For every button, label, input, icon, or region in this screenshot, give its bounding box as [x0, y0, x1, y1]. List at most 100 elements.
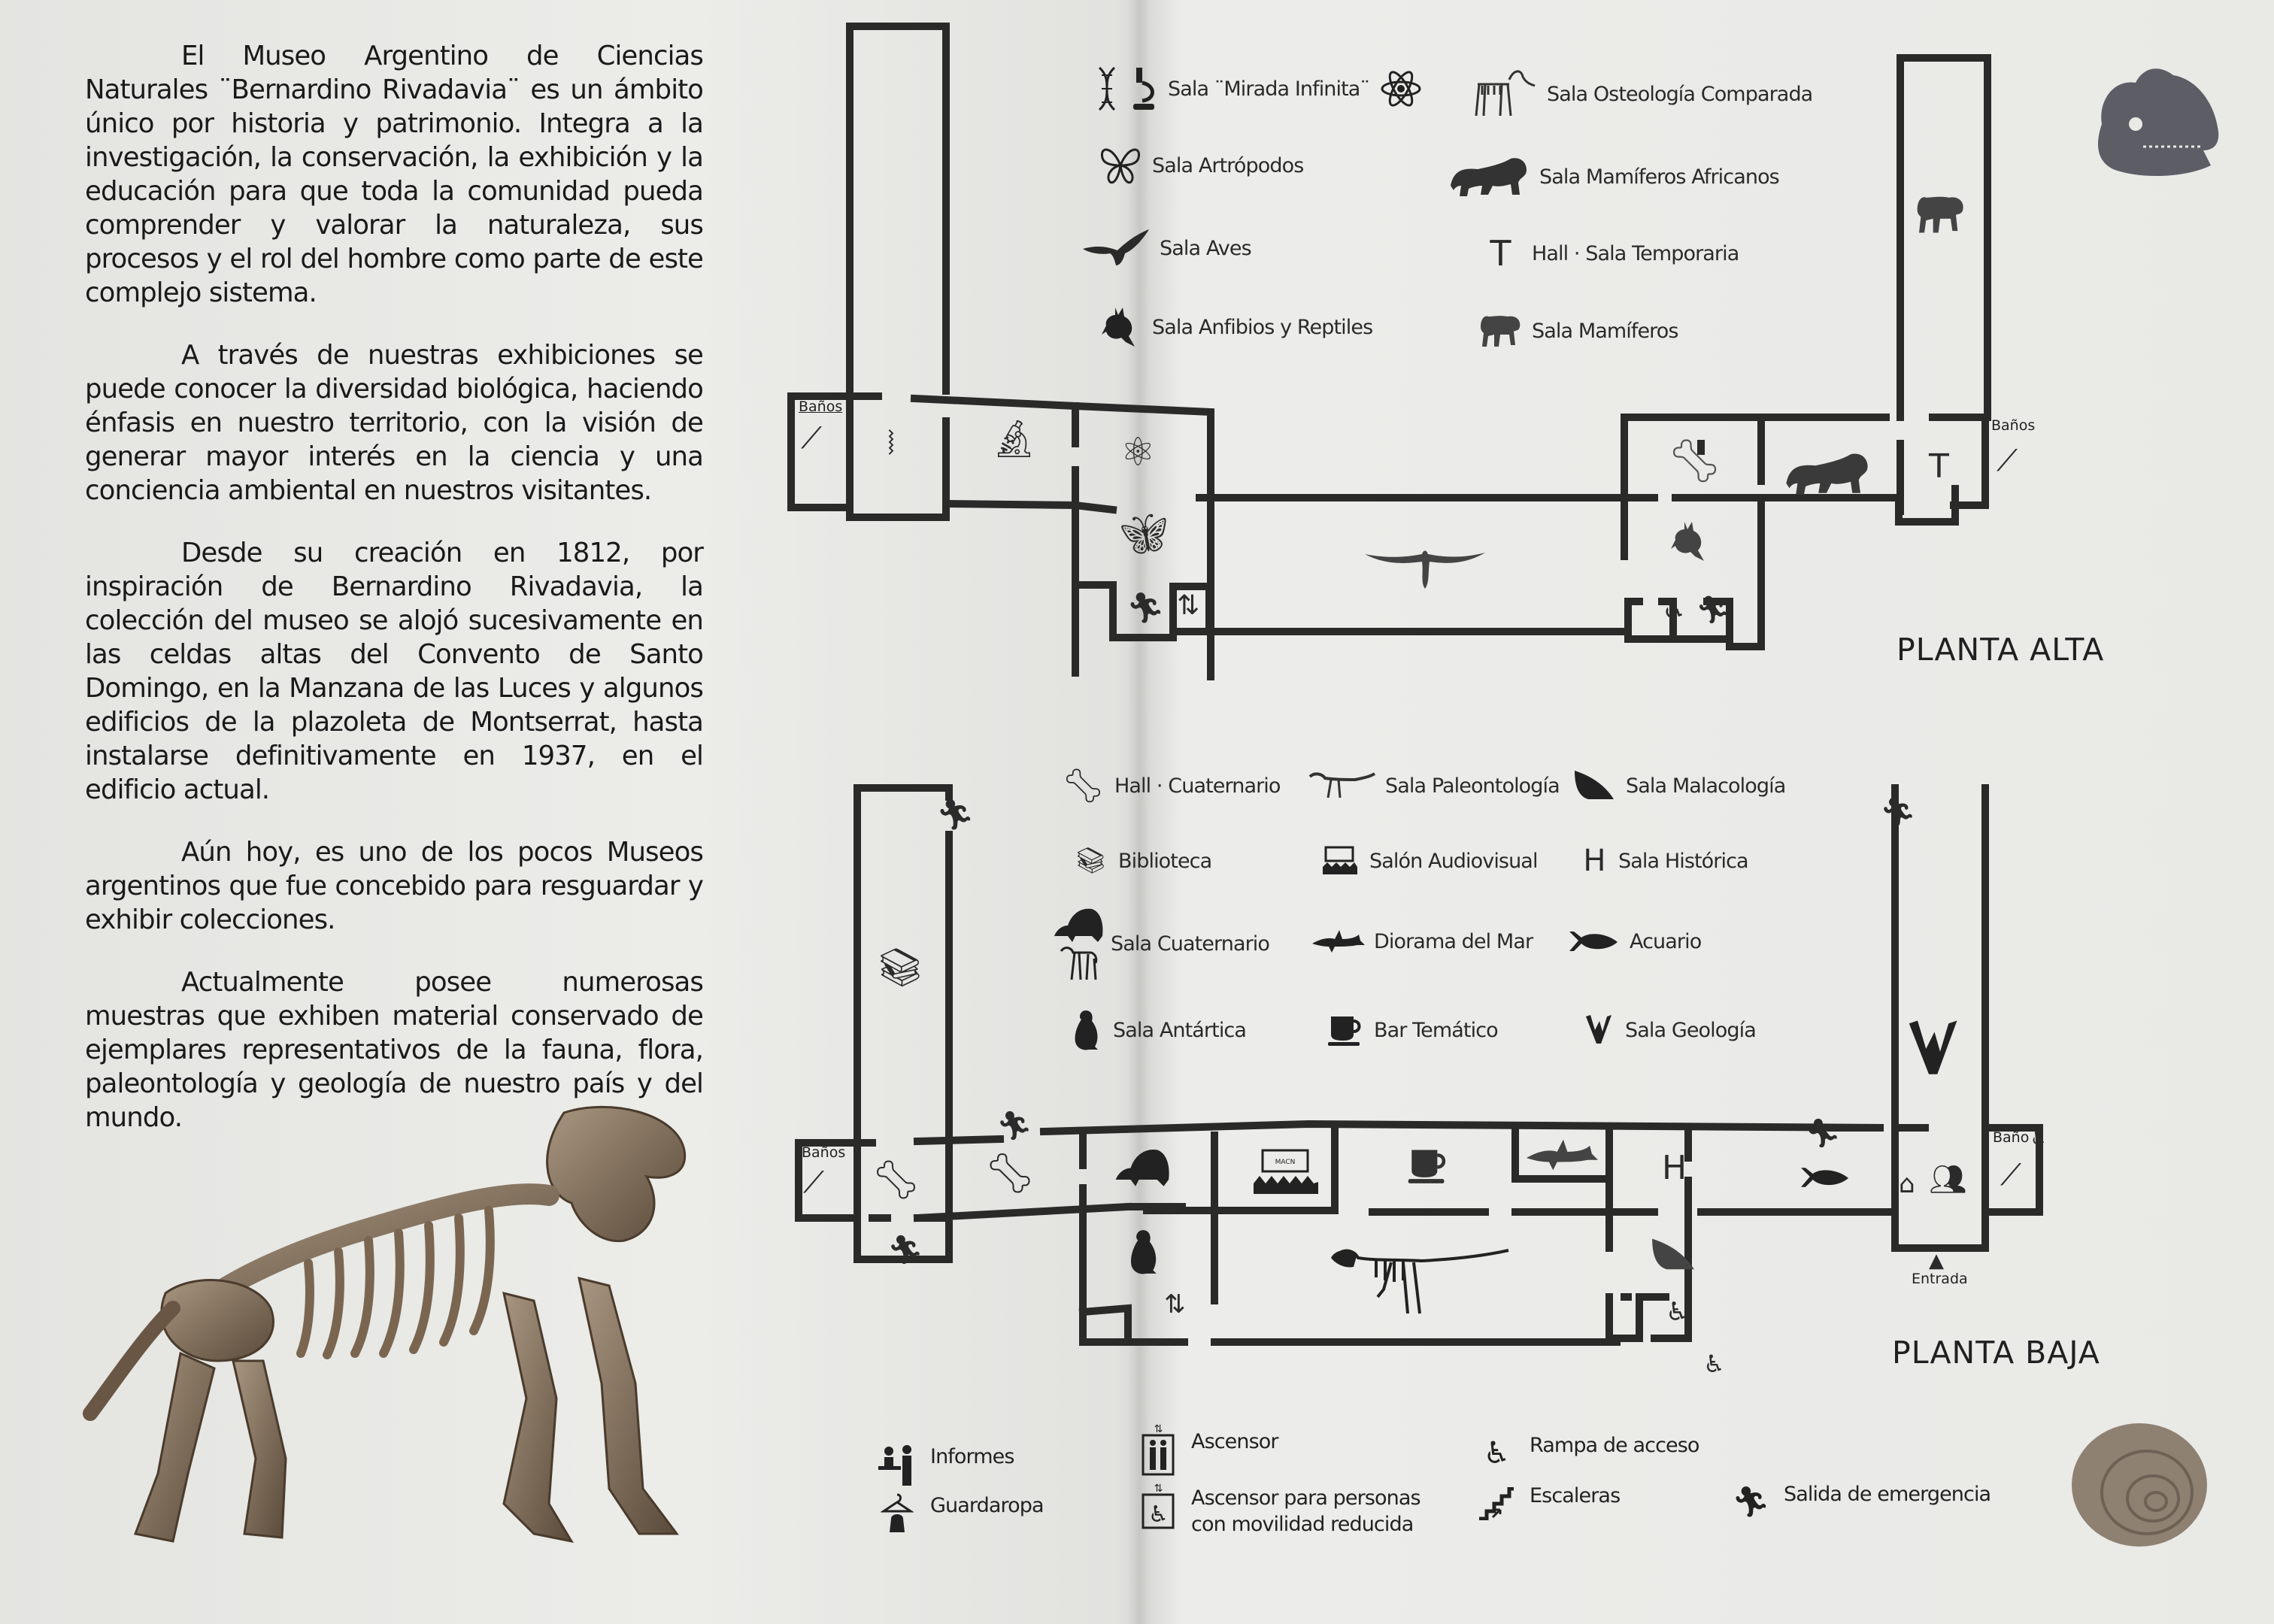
service-label: Guardaropa	[930, 1494, 1045, 1517]
cloakroom-icon	[876, 1492, 918, 1535]
accessible-elevator-icon: ♿	[1662, 594, 1687, 625]
lion-icon	[1448, 154, 1530, 199]
legend-label: Sala Malacología	[1626, 774, 1786, 798]
glyptodon-icon	[1054, 902, 1103, 985]
entrada-label: Entrada	[1912, 1271, 1968, 1287]
service-label: Salida de emergencia	[1784, 1483, 1991, 1506]
books-icon: 📚︎	[1074, 846, 1107, 876]
bird-icon	[1365, 550, 1485, 589]
crystal-icon	[1583, 1007, 1616, 1053]
service-label: Rampa de acceso	[1530, 1434, 1699, 1457]
stairs-icon: ⟋	[803, 1165, 824, 1200]
sloth-skeleton-icon: 🦴︎	[1062, 767, 1105, 805]
atom-icon: ⚛	[1120, 430, 1156, 475]
emergency-exit-icon: 🏃︎	[1696, 595, 1730, 626]
svg-text:⇅: ⇅	[1154, 1423, 1163, 1435]
planta-alta-title: PLANTA ALTA	[1897, 632, 2105, 668]
ground-sloth-skeleton-image	[83, 1105, 687, 1544]
entrance-arrow-icon: ▲	[1929, 1250, 1944, 1272]
fish-icon	[1801, 1168, 1849, 1187]
page-fold	[1128, 0, 1151, 1624]
historica-h-icon: H	[1583, 844, 1605, 878]
legend-cuaternario: Sala Cuaternario	[1054, 902, 1270, 985]
service-escaleras: Escaleras	[1475, 1483, 1621, 1525]
svg-text:♿: ♿	[1148, 1501, 1168, 1528]
emergency-exit-icon: 🏃︎	[1732, 1484, 1770, 1519]
svg-text:⇅: ⇅	[1154, 1483, 1163, 1495]
service-ascensor-movilidad-reducida: ⇅♿ Ascensor para personas con movilidad …	[1137, 1483, 1421, 1538]
frog-icon	[1671, 522, 1704, 561]
shell-icon	[1572, 763, 1617, 808]
legend-label: Sala ¨Mirada Infinita¨	[1168, 77, 1370, 101]
legend-osteologia: Sala Osteología Comparada	[1470, 70, 1813, 117]
legend-label: Sala Anfibios y Reptiles	[1152, 315, 1373, 339]
stairs-icon: ⟋	[2000, 1158, 2021, 1192]
legend-label: Sala Cuaternario	[1111, 932, 1270, 956]
cup-icon	[1408, 1150, 1446, 1183]
svg-text:MACN: MACN	[1275, 1159, 1296, 1166]
intro-paragraph-4: Aún hoy, es uno de los pocos Museos arge…	[85, 837, 704, 935]
legend-biblioteca: 📚︎ Biblioteca	[1072, 838, 1212, 883]
butterfly-icon	[1098, 143, 1143, 188]
legend-aves: Sala Aves	[1083, 226, 1252, 271]
legend-label: Hall · Cuaternario	[1114, 774, 1281, 798]
legend-hall-cuaternario: 🦴︎ Hall · Cuaternario	[1060, 763, 1281, 808]
glyptodon-icon	[1115, 1149, 1169, 1186]
elevator-icon: ⇅	[1164, 1289, 1186, 1320]
legend-audiovisual: Salón Audiovisual	[1320, 838, 1538, 883]
legend-label: Sala Geología	[1625, 1018, 1757, 1042]
shark-icon	[1312, 919, 1365, 964]
legend-temporaria: T Hall · Sala Temporaria	[1478, 231, 1739, 276]
dinosaur-skull-image	[2098, 68, 2219, 177]
elevator-icon: ⇅	[1177, 590, 1200, 621]
legend-bar: Bar Temático	[1327, 1007, 1499, 1053]
bird-icon	[1083, 226, 1151, 271]
temporaria-t-icon: T	[1929, 447, 1949, 486]
emergency-exit-icon: 🏃︎	[1880, 795, 1917, 829]
legend-label: Hall · Sala Temporaria	[1532, 241, 1739, 265]
legend-historica: H Sala Histórica	[1579, 838, 1748, 883]
stairs-icon: ⟋	[1997, 444, 2018, 478]
legend-label: Sala Aves	[1160, 236, 1252, 260]
banos-label-baja-left: Baños	[802, 1144, 846, 1161]
butterfly-icon: 🦋︎	[1119, 512, 1169, 557]
service-ascensor: ⇅ Ascensor	[1137, 1423, 1278, 1476]
intro-paragraph-5: Actualmente posee numerosas muestras que…	[85, 967, 704, 1133]
service-salida-emergencia: 🏃︎ Salida de emergencia	[1730, 1481, 1991, 1523]
info-desk-icon	[876, 1444, 918, 1486]
legend-acuario: Acuario	[1568, 919, 1702, 964]
emergency-exit-icon: 🏃︎	[996, 1109, 1033, 1142]
lion-icon	[1786, 453, 1868, 495]
atom-icon	[1378, 66, 1424, 111]
service-guardaropa: Guardaropa	[876, 1492, 1045, 1535]
service-label: Ascensor para personas	[1191, 1486, 1421, 1510]
crystal-icon	[1909, 1020, 1957, 1074]
stairs-icon: ⟋	[801, 421, 822, 456]
emergency-exit-icon: 🏃︎	[1126, 591, 1165, 626]
temporaria-t-icon: T	[1490, 233, 1511, 274]
books-icon: 📚︎	[876, 946, 924, 989]
cloakroom-icon: ⌂	[1899, 1169, 1915, 1199]
legend-mamiferos-africanos: Sala Mamíferos Africanos	[1448, 154, 1780, 199]
service-label: Informes	[930, 1445, 1014, 1468]
legend-paleontologia: Sala Paleontología	[1308, 763, 1560, 808]
stairs-icon	[1475, 1483, 1518, 1525]
elevator-icon: ⇅	[1137, 1423, 1179, 1476]
legend-anfibios: Sala Anfibios y Reptiles	[1098, 304, 1373, 350]
intro-text: El Museo Argentino de Ciencias Naturales…	[85, 39, 704, 1163]
penguin-icon	[1131, 1230, 1157, 1274]
dna-icon	[1094, 66, 1120, 111]
banos-label-alta-right: Baños	[1991, 417, 2036, 434]
legend-label: Bar Temático	[1374, 1018, 1499, 1042]
legend-label: Sala Paleontología	[1385, 774, 1560, 798]
legend-label: Diorama del Mar	[1374, 929, 1533, 953]
historica-h-icon: H	[1662, 1149, 1687, 1187]
emergency-exit-icon: 🏃︎	[887, 1233, 924, 1266]
dinosaur-skeleton-icon	[1331, 1249, 1509, 1314]
legend-antartica: Sala Antártica	[1068, 1007, 1247, 1053]
frog-icon	[1098, 304, 1143, 350]
emergency-exit-icon: 🏃︎	[936, 798, 975, 832]
microscope-icon: 🔬︎	[991, 418, 1037, 460]
legend-label: Sala Mamíferos Africanos	[1539, 165, 1780, 189]
monkey-icon	[1478, 308, 1523, 353]
